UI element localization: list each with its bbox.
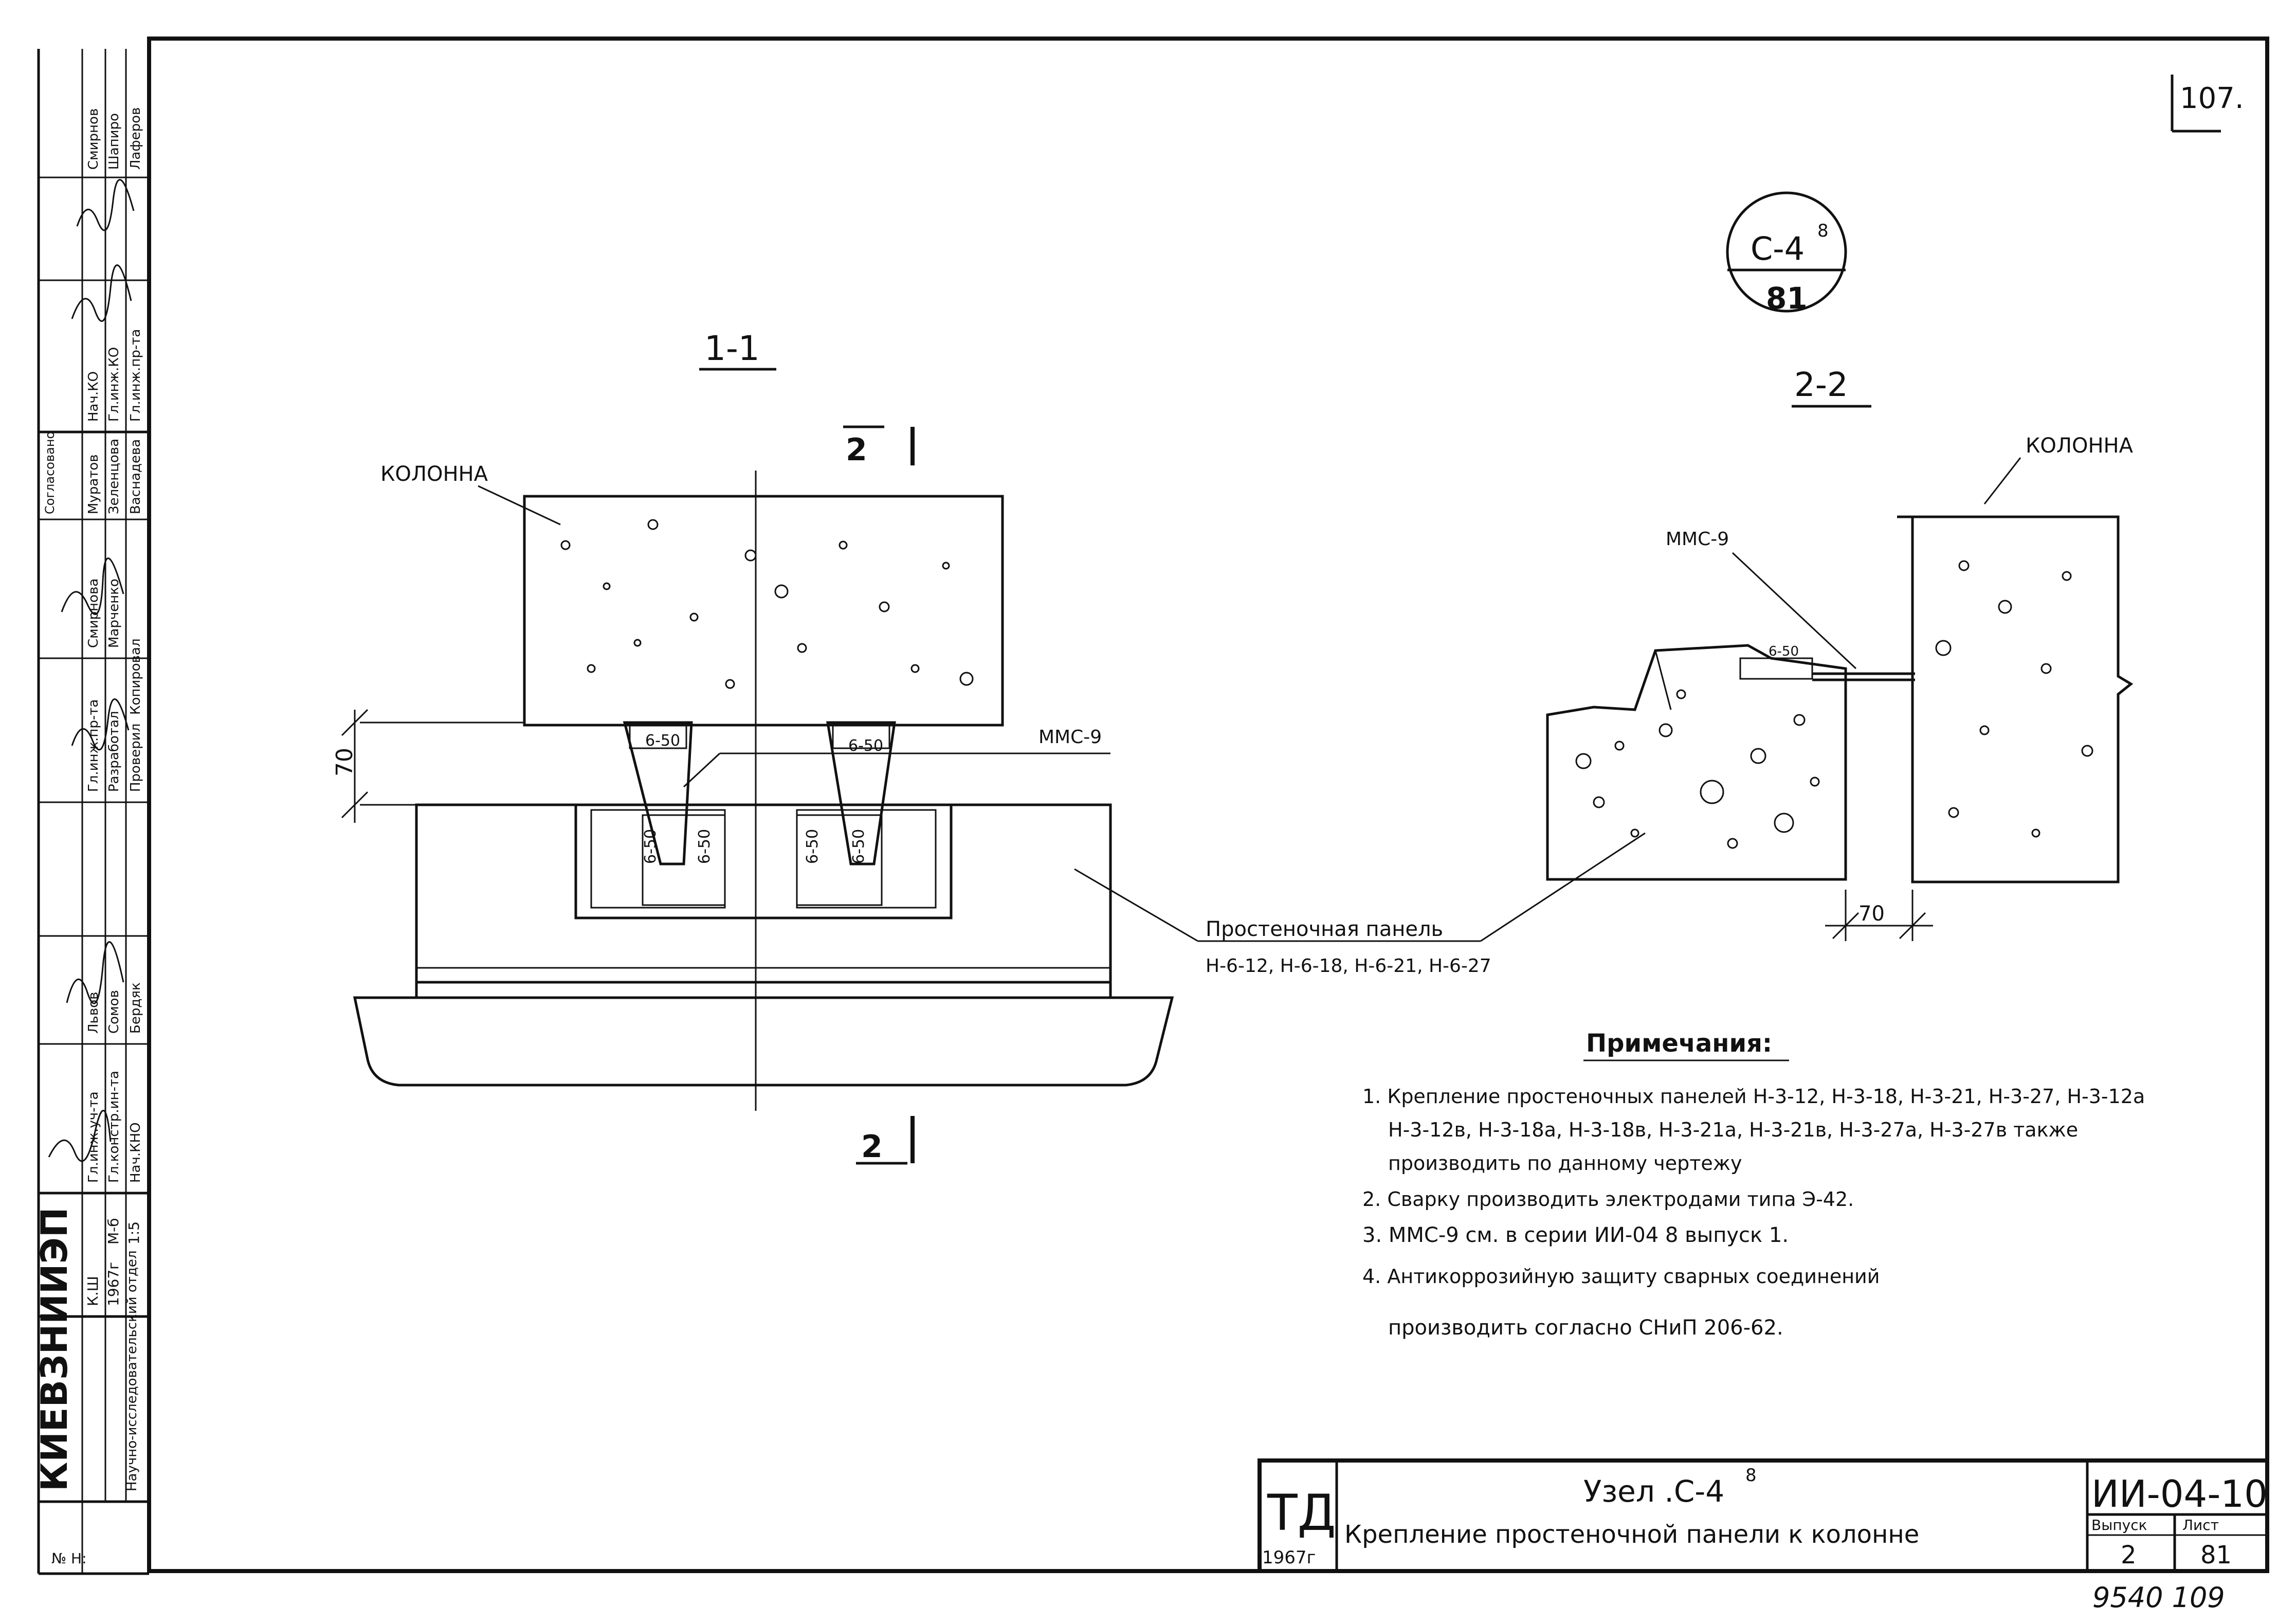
stamp-name-1: Львов (86, 992, 101, 1034)
node-marker-top: С-4 (1751, 230, 1805, 267)
stamp-name-3: Бердяк (128, 982, 143, 1034)
title-sheet-value: 81 (2200, 1541, 2232, 1570)
signature (71, 264, 132, 322)
note-line-5: 3. ММС-9 см. в серии ИИ-04 8 выпуск 1. (1362, 1223, 1789, 1247)
sheet-frame (147, 37, 2269, 1573)
side-stamp: КИЕВЗНИИЭП Научно-исследовательский отде… (33, 49, 149, 1574)
note-line-4: 2. Сварку производить электродами типа Э… (1362, 1188, 1854, 1211)
weld-mark-6: 6-50 (850, 829, 868, 864)
note-line-6: 4. Антикоррозийную защиту сварных соедин… (1362, 1265, 1880, 1288)
stamp-role-7: Копировал (128, 638, 143, 715)
stamp-name-7: Муратов (86, 454, 101, 514)
section-2-2: 2-2 КОЛОННА 6-50 ММС-9 (1480, 366, 2134, 942)
notes-title: Примечания: (1586, 1029, 1772, 1058)
page-number: 107. (2180, 82, 2244, 115)
node-marker: С-4 8 81 (1726, 191, 1847, 316)
stamp-name-11: Лаферов (128, 107, 143, 170)
signature (66, 941, 124, 1004)
stamp-date-4: 1:5 (125, 1221, 142, 1245)
stamp-date-1: К.Ш (84, 1276, 101, 1306)
stamp-date-2: 1967г (105, 1262, 122, 1306)
weld-mark-2-2: 6-50 (1769, 644, 1799, 659)
panel-base (353, 996, 1174, 1087)
panel-body (415, 803, 1112, 984)
signature (48, 1110, 112, 1162)
stamp-name-10: Шапиро (106, 113, 122, 170)
stamp-role-4: Гл.инж.пр-та (86, 699, 101, 792)
stamp-dept: Научно-исследовательский отдел (124, 1250, 140, 1491)
title-issue-label: Выпуск (2091, 1517, 2147, 1534)
cut-label-top: 2 (846, 432, 867, 468)
stamp-role-3: Нач.КНО (128, 1122, 143, 1183)
weld-mark-5: 6-50 (804, 829, 822, 864)
concrete-dots (560, 519, 974, 689)
panel-label-line1: Простеночная панель (1206, 917, 1443, 941)
stamp-role-8: Нач.КО (86, 371, 101, 422)
title-description: Крепление простеночной панели к колонне (1344, 1520, 1919, 1549)
weld-mark-4: 6-50 (696, 829, 714, 864)
stamp-name-8: Васнадева (128, 439, 143, 514)
stamp-role-6: Проверил (128, 724, 143, 792)
stamp-name-5: Марченко (106, 579, 122, 648)
title-td: ТД (1267, 1484, 1336, 1542)
stamp-role-5: Разработал (106, 711, 122, 792)
cut-label-bottom: 2 (861, 1129, 883, 1165)
page-number-box: 107. (2171, 75, 2244, 133)
weld-mark-1: 6-50 (645, 732, 680, 750)
node-marker-sup: 8 (1817, 221, 1829, 241)
column-label-2: КОЛОННА (2026, 434, 2134, 458)
stamp-name-2: Сомов (106, 990, 122, 1034)
stamp-role-10: Гл.инж.пр-та (128, 329, 143, 422)
note-line-7: производить согласно СНиП 206-62. (1388, 1316, 1783, 1340)
stamp-role-11: Согласовано (43, 431, 57, 514)
column-2-2 (1911, 515, 2134, 883)
notes: Примечания: 1. Крепление простеночных па… (1362, 1029, 2145, 1340)
mms-label-1: ММС-9 (1038, 727, 1102, 748)
signature (76, 179, 135, 231)
section-1-1: 1-1 2 2 КОЛОННА 70 (332, 329, 1491, 1165)
mms-label-2: ММС-9 (1666, 529, 1729, 550)
weld-mark-3: 6-50 (642, 829, 660, 864)
stamp-name-9: Смирнов (86, 109, 101, 170)
panel-2-2 (1546, 644, 1847, 881)
column-block (523, 495, 1004, 727)
signature (71, 698, 130, 751)
note-line-2: Н-3-12в, Н-3-18а, Н-3-18в, Н-3-21а, Н-3-… (1388, 1119, 2078, 1141)
stamp-name-6: Зеленцова (106, 439, 122, 514)
panel-recess (574, 803, 953, 919)
stamp-org: КИЕВЗНИИЭП (33, 1207, 76, 1491)
title-year: 1967г (1262, 1547, 1316, 1568)
title-node: Узел .С-4 (1583, 1474, 1724, 1509)
title-block: ТД 1967г Узел .С-4 8 Крепление простеноч… (1258, 1458, 2269, 1573)
panel-label-line2: Н-6-12, Н-6-18, Н-6-21, Н-6-27 (1206, 955, 1491, 977)
note-line-3: производить по данному чертежу (1388, 1152, 1742, 1175)
section-2-label: 2-2 (1794, 366, 1848, 404)
dimension-70-right: 70 (1858, 902, 1885, 926)
archive-number: № Н: (51, 1550, 87, 1567)
column-label-1: КОЛОННА (380, 462, 488, 486)
bottom-note: 9540 109 (2092, 1581, 2225, 1614)
title-series: ИИ-04-10 (2091, 1472, 2268, 1516)
node-marker-bottom: 81 (1766, 281, 1808, 316)
note-line-1: 1. Крепление простеночных панелей Н-3-12… (1362, 1085, 2145, 1108)
title-issue-value: 2 (2121, 1541, 2137, 1570)
title-sheet-label: Лист (2182, 1517, 2219, 1534)
weld-mark-2: 6-50 (848, 737, 883, 755)
title-node-sup: 8 (1745, 1465, 1757, 1486)
section-1-label: 1-1 (704, 329, 760, 368)
dimension-70-left: 70 (332, 748, 358, 777)
signature (61, 557, 124, 615)
stamp-date-3: М-б (105, 1218, 122, 1245)
stamp-role-9: Гл.инж.КО (106, 347, 122, 422)
